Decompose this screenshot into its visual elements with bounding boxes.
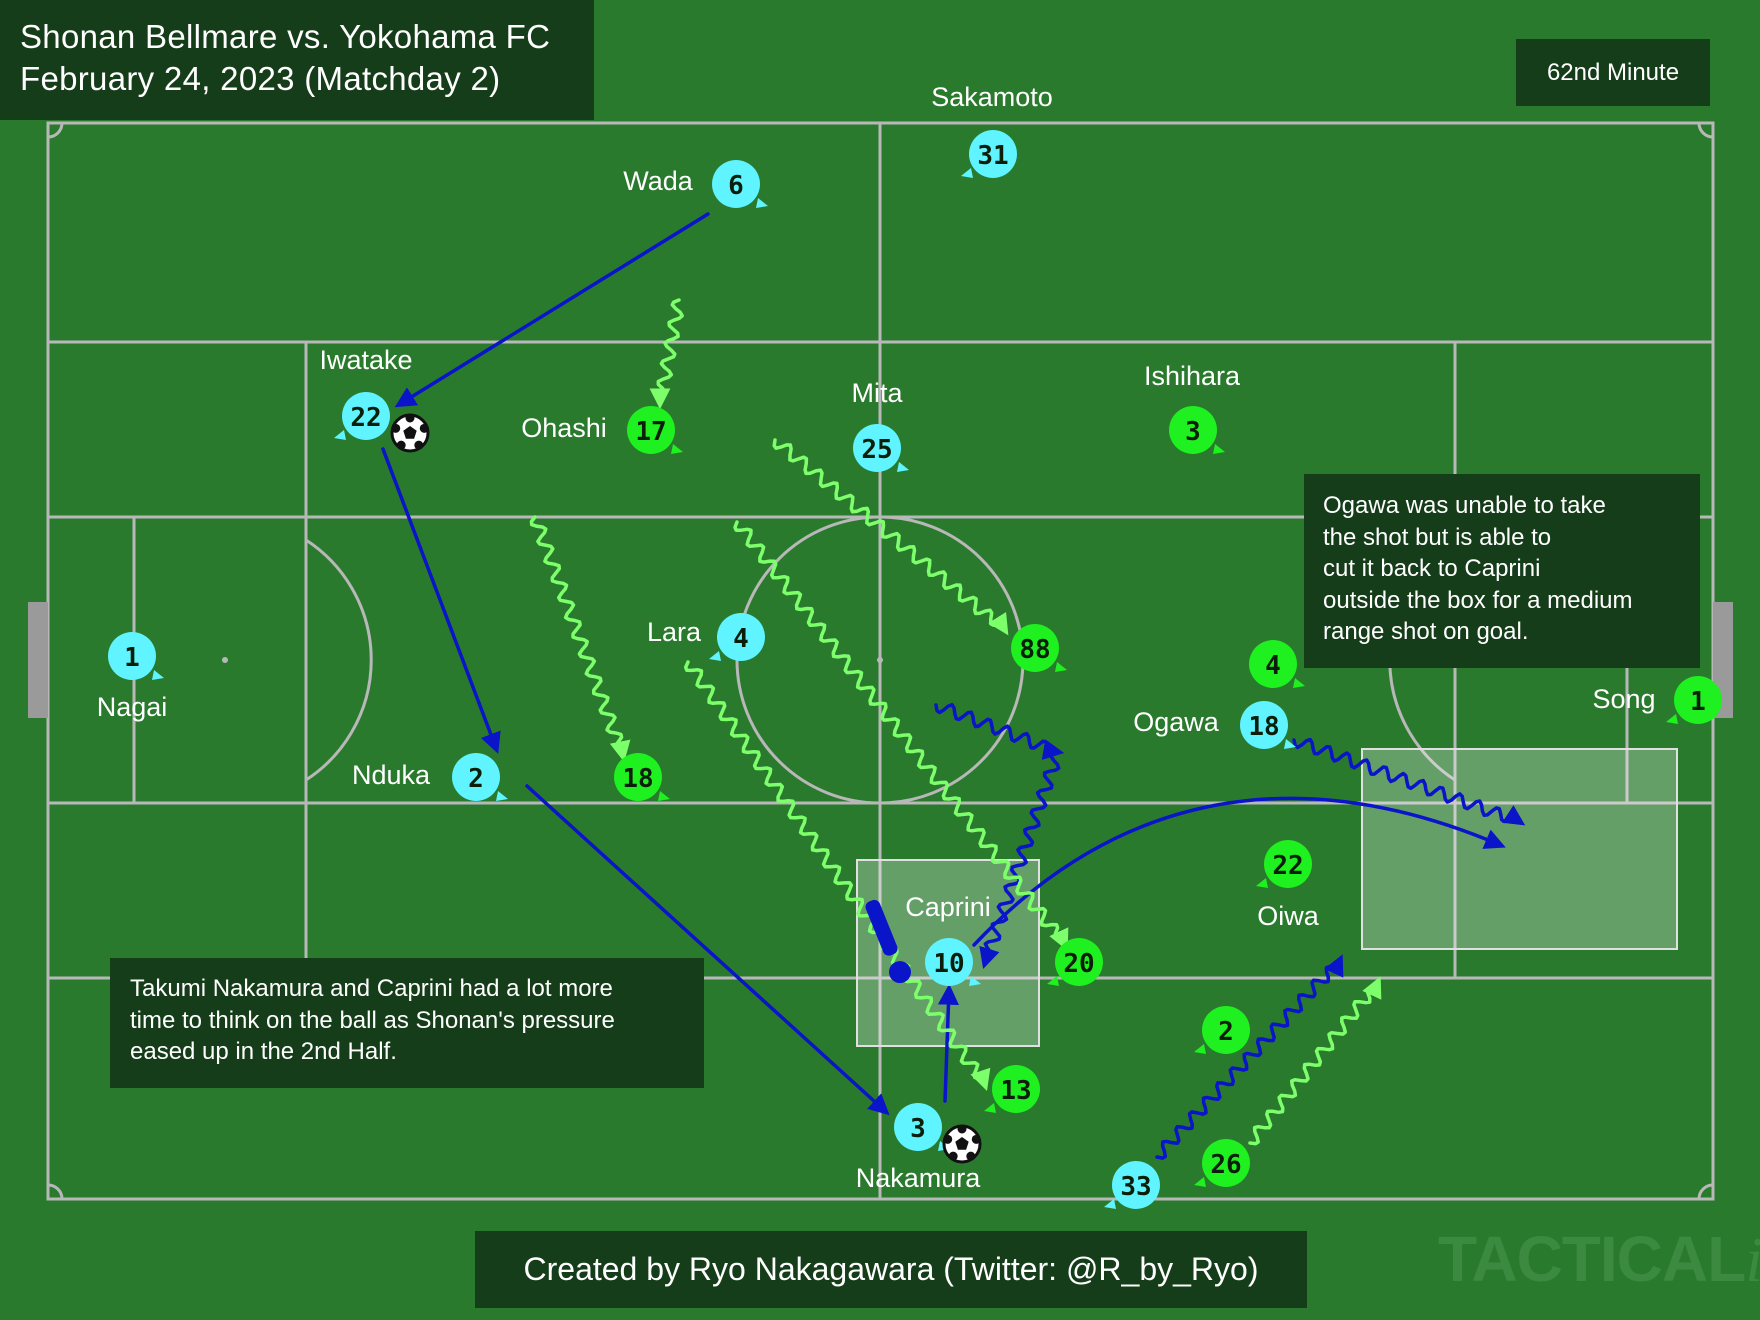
player-name: Nakamura [855, 1163, 981, 1193]
player-tokens: 31 6 22 25 4 1 2 10 3 18 33 17 3 88 18 4 1 22 20 13 2 26 [108, 130, 1722, 1209]
player-name: Nduka [351, 760, 431, 790]
pressing-run [1248, 976, 1382, 1146]
player-number: 26 [1210, 1150, 1241, 1180]
player-token: 18 [1240, 701, 1296, 749]
match-date: February 24, 2023 (Matchday 2) [20, 60, 501, 97]
exclamation-icon [865, 899, 911, 984]
player-number: 18 [622, 764, 653, 794]
left-goal [28, 602, 48, 718]
note-line: the shot but is able to [1323, 523, 1552, 551]
note-nakamura: Takumi Nakamura and Caprini had a lot mo… [110, 958, 704, 1088]
football-icon [942, 1124, 982, 1164]
player-number: 3 [910, 1114, 926, 1144]
dribble-arrow [934, 702, 1065, 760]
note-line: Ogawa was unable to take [1323, 492, 1606, 519]
player-number: 88 [1019, 635, 1050, 665]
player-number: 31 [977, 141, 1008, 171]
player-number: 4 [733, 624, 749, 654]
player-name: Wada [623, 166, 693, 196]
player-token: 13 [984, 1065, 1040, 1113]
pass-arrow [394, 212, 710, 408]
player-token: 2 [1194, 1006, 1250, 1054]
pass-arrow [381, 447, 501, 754]
player-number: 4 [1265, 651, 1281, 681]
player-number: 1 [1690, 687, 1706, 717]
note-line: Takumi Nakamura and Caprini had a lot mo… [130, 975, 613, 1002]
player-number: 17 [635, 417, 666, 447]
player-number: 20 [1063, 949, 1094, 979]
player-token: 3 [894, 1103, 950, 1151]
player-number: 6 [728, 171, 744, 201]
player-name: Ohashi [521, 413, 607, 443]
player-number: 22 [1272, 851, 1303, 881]
player-number: 10 [933, 949, 964, 979]
player-name: Caprini [905, 892, 991, 922]
player-name: Lara [646, 617, 702, 647]
player-number: 1 [124, 643, 140, 673]
note-line: cut it back to Caprini [1323, 555, 1541, 582]
player-token: 25 [853, 424, 909, 472]
note-ogawa: Ogawa was unable to take the shot but is… [1304, 474, 1700, 668]
player-number: 3 [1185, 417, 1201, 447]
player-name: Sakamoto [931, 82, 1053, 112]
player-token: 10 [925, 938, 981, 986]
player-token: 4 [1249, 640, 1305, 688]
note-line: time to think on the ball as Shonan's pr… [130, 1006, 615, 1034]
pass-arrow [937, 983, 959, 1103]
player-number: 22 [350, 403, 381, 433]
title-panel: Shonan Bellmare vs. Yokohama FC February… [0, 0, 594, 120]
player-number: 25 [861, 435, 892, 465]
player-token: 6 [712, 160, 768, 208]
football-icon [390, 413, 430, 453]
player-token: 88 [1011, 624, 1067, 672]
note-line: outside the box for a medium [1323, 586, 1633, 614]
target-zone [1361, 748, 1678, 950]
player-token: 22 [1256, 840, 1312, 888]
note-line: eased up in the 2nd Half. [130, 1038, 397, 1065]
player-name: Iwatake [319, 345, 413, 375]
credit-banner: Created by Ryo Nakagawara (Twitter: @R_b… [475, 1231, 1307, 1308]
player-number: 18 [1248, 712, 1279, 742]
player-token: 1 [1666, 676, 1722, 724]
player-token: 1 [108, 632, 164, 680]
player-token: 22 [334, 392, 390, 440]
watermark-logo: TACTICALista [1438, 1223, 1760, 1295]
player-token: 2 [452, 753, 508, 801]
player-token: 18 [614, 753, 670, 801]
player-number: 13 [1000, 1076, 1031, 1106]
pressing-run [772, 438, 1009, 636]
player-name: Mita [851, 378, 903, 408]
dribble-arrow [979, 750, 1061, 970]
player-token: 20 [1047, 938, 1103, 986]
player-token: 31 [961, 130, 1017, 178]
player-name: Song [1592, 684, 1656, 714]
cutback-arrow [972, 796, 1506, 947]
player-name: Oiwa [1257, 901, 1319, 931]
player-name: Nagai [96, 692, 168, 722]
player-token: 17 [627, 406, 683, 454]
player-number: 33 [1120, 1172, 1151, 1202]
player-name: Ishihara [1143, 361, 1241, 391]
pressing-run [649, 298, 684, 410]
pressing-run [529, 515, 631, 763]
dribble-arrow [1292, 737, 1526, 826]
note-line: range shot on goal. [1323, 618, 1529, 645]
match-title: Shonan Bellmare vs. Yokohama FC [20, 18, 551, 55]
pressing-run [733, 520, 1069, 951]
movement-arrows [381, 212, 1526, 1160]
dribble-arrow [1155, 954, 1344, 1160]
player-name: Ogawa [1133, 707, 1219, 737]
minute-badge: 62nd Minute [1516, 39, 1710, 106]
pressing-run [683, 660, 991, 1091]
player-token: 26 [1194, 1139, 1250, 1187]
pass-arrow [525, 784, 890, 1116]
player-token: 3 [1169, 406, 1225, 454]
player-token: 4 [709, 613, 765, 661]
player-number: 2 [1218, 1017, 1234, 1047]
player-number: 2 [468, 764, 484, 794]
player-token: 33 [1104, 1161, 1160, 1209]
